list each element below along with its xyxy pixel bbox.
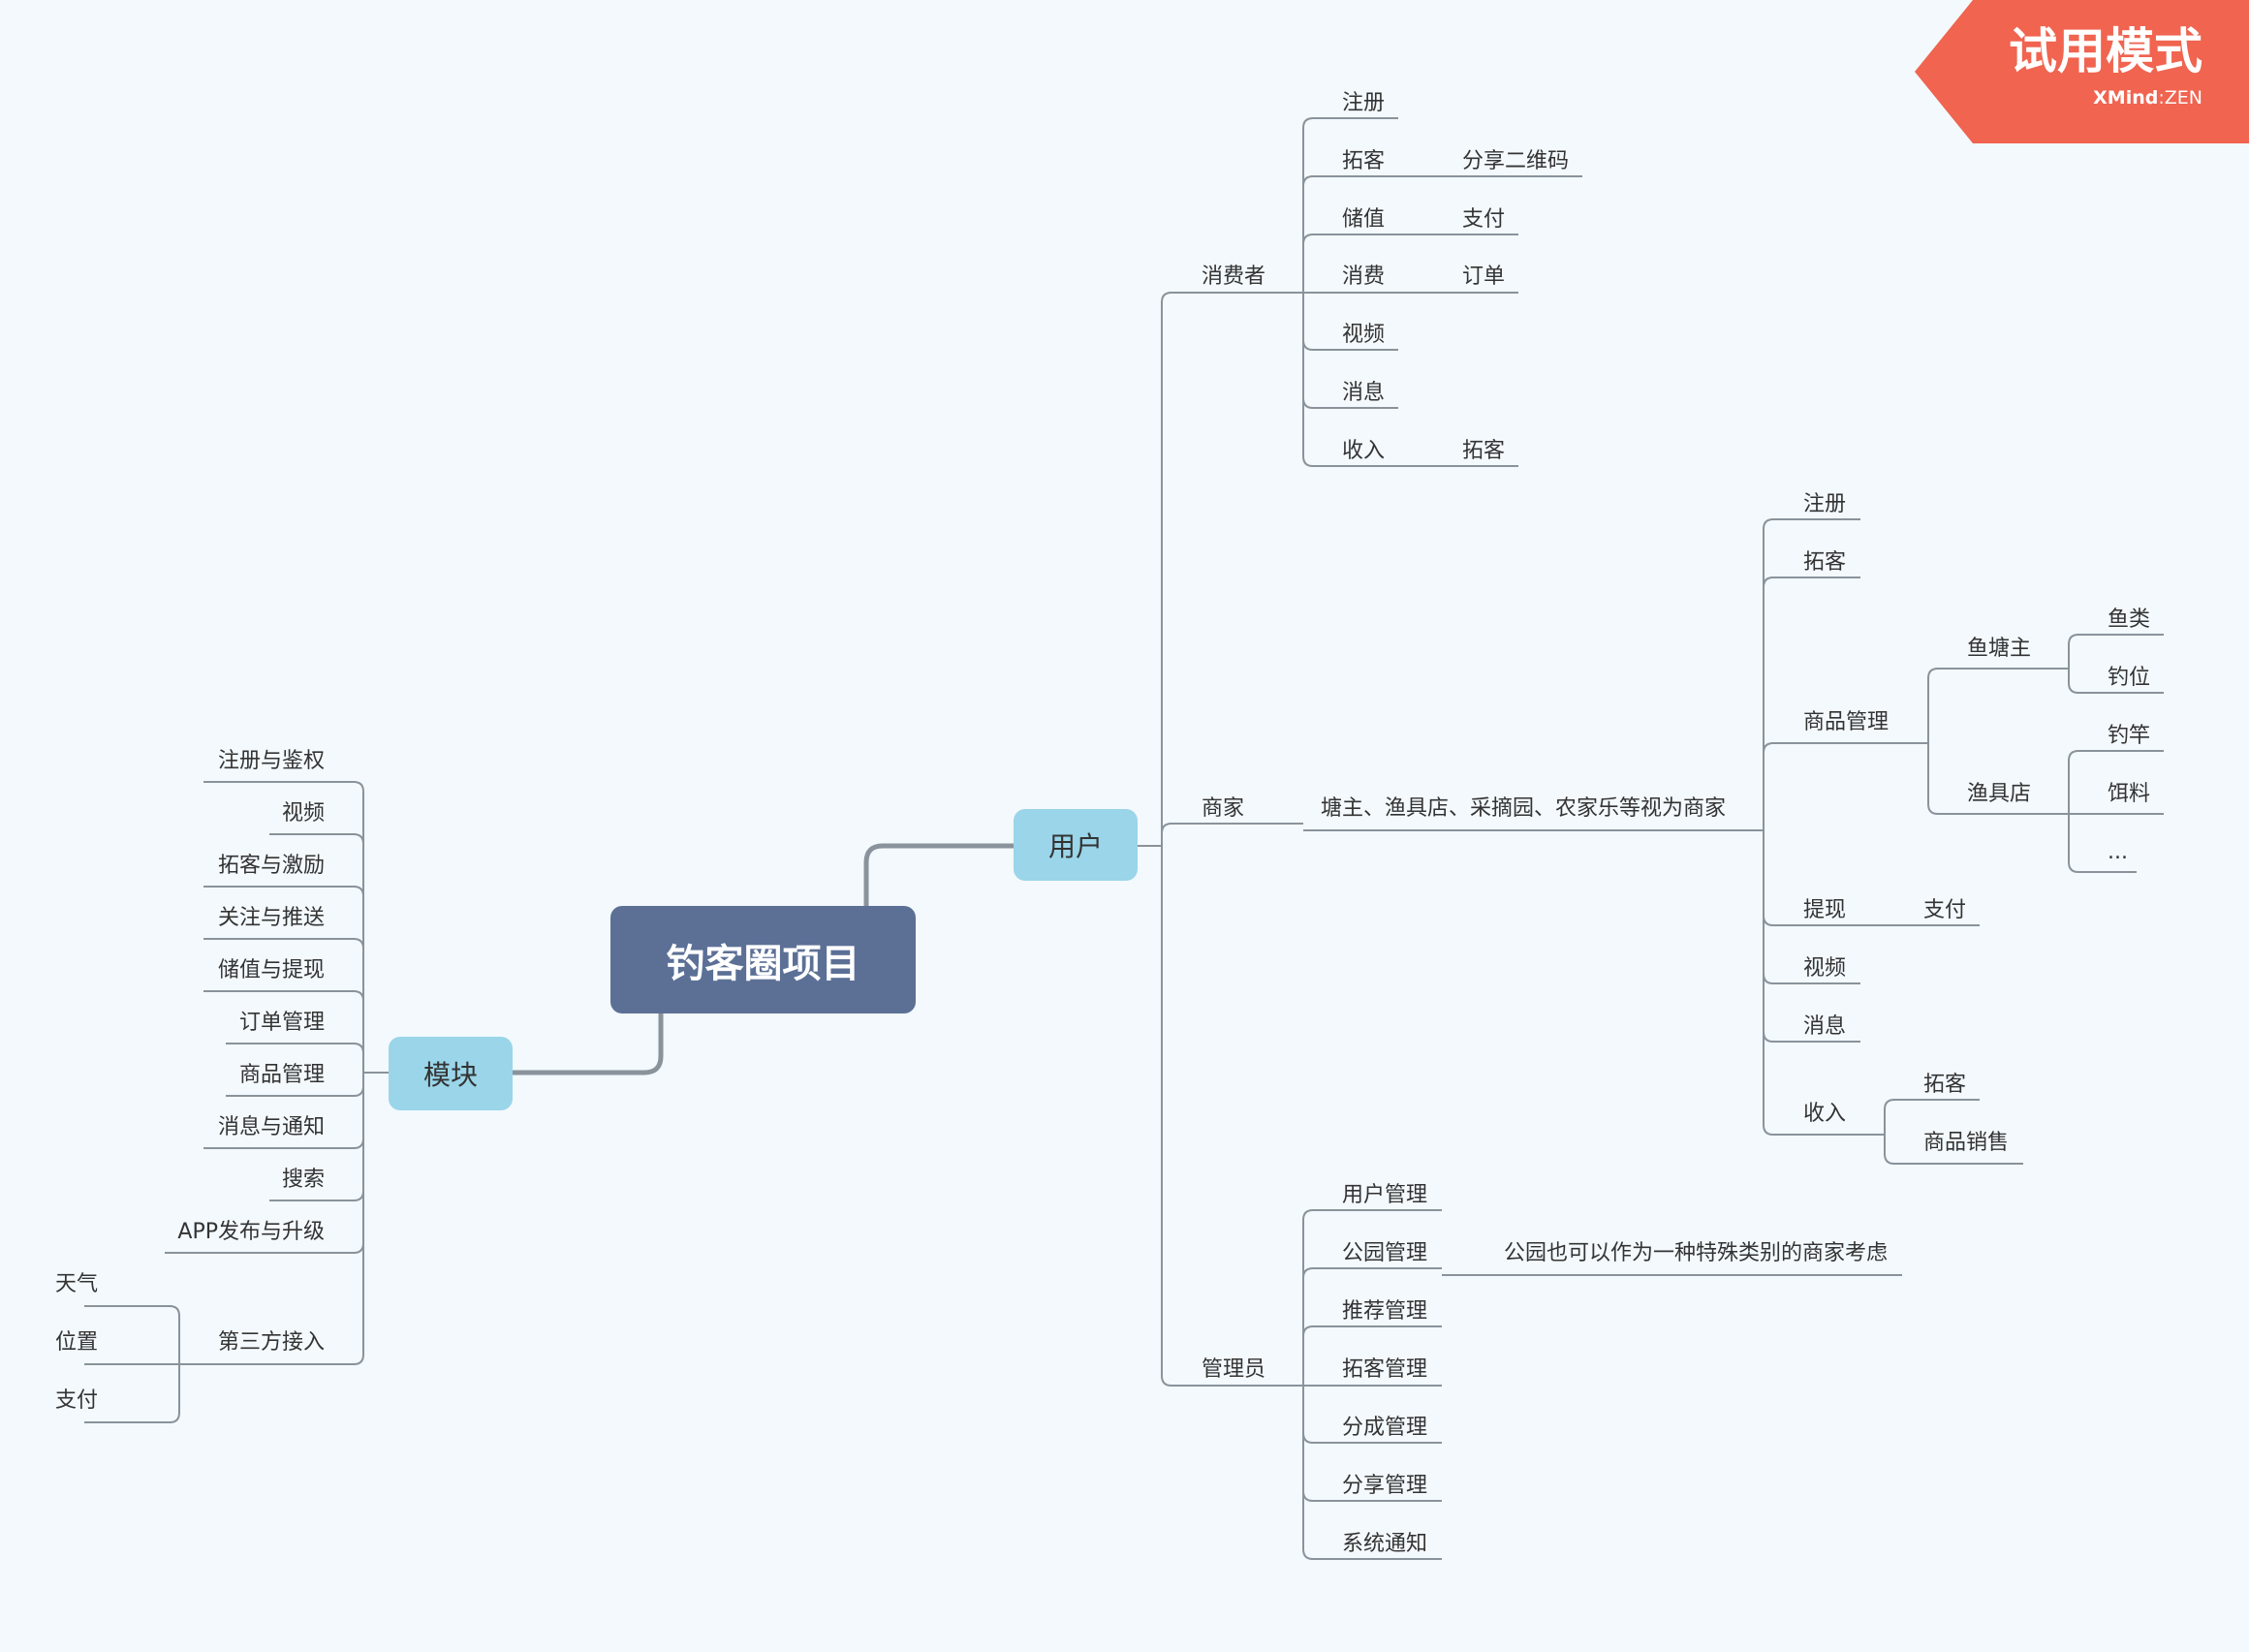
connector <box>1302 293 1398 467</box>
node-yujudian[interactable]: 渔具店 <box>1967 782 2032 806</box>
watermark-title: 试用模式 <box>2009 23 2202 79</box>
connector <box>1927 668 2035 743</box>
node-k-app[interactable]: APP发布与升级 <box>177 1220 325 1244</box>
watermark-brand: XMind:ZEN <box>2093 87 2202 109</box>
connector <box>84 1364 180 1423</box>
node-dots[interactable]: ... <box>2108 840 2128 864</box>
connector <box>2068 814 2137 873</box>
connector <box>203 781 364 1073</box>
node-a-xttz[interactable]: 系统通知 <box>1342 1532 1428 1556</box>
connector <box>2068 669 2164 694</box>
connector <box>513 1013 664 1075</box>
node-a-tjgl[interactable]: 推荐管理 <box>1342 1299 1428 1324</box>
node-k-zhifu[interactable]: 支付 <box>54 1388 98 1413</box>
node-guanliyuan[interactable]: 管理员 <box>1202 1357 1266 1382</box>
node-xiaofeizhe[interactable]: 消费者 <box>1202 265 1266 289</box>
node-c-xiaofei[interactable]: 消费 <box>1342 265 1386 289</box>
node-a-gygl-note[interactable]: 公园也可以作为一种特殊类别的商家考虑 <box>1504 1241 1889 1265</box>
node-k-chuzhi[interactable]: 储值与提现 <box>217 958 325 982</box>
node-c-chuzhi[interactable]: 储值 <box>1342 207 1386 232</box>
connector <box>1302 175 1398 293</box>
connector <box>269 833 364 1073</box>
connector <box>226 1043 364 1073</box>
node-diaowei[interactable]: 钓位 <box>2108 666 2151 690</box>
node-c-xiaoxi[interactable]: 消息 <box>1342 381 1386 405</box>
node-m-tuoke[interactable]: 拓客 <box>1803 550 1847 575</box>
node-m-shouru[interactable]: 收入 <box>1803 1102 1847 1126</box>
node-k-xiaoxi[interactable]: 消息与通知 <box>217 1115 325 1139</box>
node-m-spxs[interactable]: 商品销售 <box>1923 1131 2010 1155</box>
connector <box>203 1073 364 1365</box>
connector <box>1161 823 1258 846</box>
node-shangjia-note[interactable]: 塘主、渔具店、采摘园、农家乐等视为商家 <box>1321 796 1727 821</box>
connector <box>1927 743 2035 815</box>
connector <box>1161 846 1258 1387</box>
node-c-tuoke2[interactable]: 拓客 <box>1462 439 1506 463</box>
node-m-zhifu[interactable]: 支付 <box>1923 898 1967 922</box>
connector <box>203 938 364 1073</box>
connector <box>84 1305 180 1364</box>
watermark-brand-name: XMind <box>2093 87 2159 109</box>
connector <box>1302 1325 1442 1386</box>
node-m-xiaoxi[interactable]: 消息 <box>1803 1014 1847 1039</box>
node-m-shipin[interactable]: 视频 <box>1803 956 1847 981</box>
connector <box>1763 830 1860 1136</box>
node-c-tuoke[interactable]: 拓客 <box>1342 149 1386 173</box>
node-k-shipin[interactable]: 视频 <box>281 801 325 826</box>
node-k-guanzhu[interactable]: 关注与推送 <box>217 906 325 930</box>
node-m-zhuce[interactable]: 注册 <box>1803 492 1847 516</box>
node-c-fenxiang[interactable]: 分享二维码 <box>1462 149 1570 173</box>
node-c-dingdan[interactable]: 订单 <box>1462 265 1506 289</box>
node-c-shouru[interactable]: 收入 <box>1342 439 1386 463</box>
connector <box>1884 1135 2023 1165</box>
node-m-tixian[interactable]: 提现 <box>1803 898 1847 922</box>
node-k-shangpin[interactable]: 商品管理 <box>238 1063 325 1087</box>
node-a-fcgl[interactable]: 分成管理 <box>1342 1416 1428 1440</box>
connector <box>1302 1267 1442 1386</box>
connector <box>1763 830 1860 1043</box>
node-m-tuoke2[interactable]: 拓客 <box>1923 1073 1967 1097</box>
connector <box>1302 1209 1442 1386</box>
connector <box>1763 742 1860 830</box>
node-diaogan[interactable]: 钓竿 <box>2108 724 2151 748</box>
node-c-zhifu[interactable]: 支付 <box>1462 207 1506 232</box>
connector <box>863 843 1014 906</box>
branch-modules[interactable]: 模块 <box>389 1037 513 1110</box>
trial-mode-watermark: 试用模式 XMind:ZEN <box>1915 0 2249 143</box>
connector <box>203 990 364 1073</box>
node-k-dingdan[interactable]: 订单管理 <box>238 1011 325 1035</box>
watermark-edition: ZEN <box>2164 87 2202 109</box>
node-m-spgl[interactable]: 商品管理 <box>1803 710 1890 734</box>
connector <box>203 886 364 1073</box>
central-topic[interactable]: 钓客圈项目 <box>610 906 916 1013</box>
node-c-shipin[interactable]: 视频 <box>1342 323 1386 347</box>
node-a-yhgl[interactable]: 用户管理 <box>1342 1183 1428 1207</box>
node-k-tuoke[interactable]: 拓客与激励 <box>217 854 325 878</box>
node-a-fxgl[interactable]: 分享管理 <box>1342 1474 1428 1498</box>
node-shangjia[interactable]: 商家 <box>1202 796 1245 821</box>
node-c-zhuce[interactable]: 注册 <box>1342 91 1386 115</box>
node-a-tkgl[interactable]: 拓客管理 <box>1342 1357 1428 1382</box>
watermark-ribbon-shape <box>1915 0 2249 143</box>
connector <box>1302 117 1398 293</box>
connector <box>1763 518 1860 830</box>
node-a-gygl[interactable]: 公园管理 <box>1342 1241 1428 1265</box>
connector <box>2068 750 2164 814</box>
connector <box>1302 1386 1442 1560</box>
connector <box>2068 634 2164 669</box>
node-k-zhuce[interactable]: 注册与鉴权 <box>217 749 325 773</box>
node-k-weizhi[interactable]: 位置 <box>54 1330 98 1355</box>
connector <box>1763 577 1860 830</box>
node-k-tianqi[interactable]: 天气 <box>54 1272 98 1296</box>
node-erliao[interactable]: 饵料 <box>2108 782 2151 806</box>
node-yutangzhu[interactable]: 鱼塘主 <box>1967 637 2032 661</box>
connector <box>1302 234 1398 293</box>
connector <box>1161 292 1258 846</box>
node-k-sousuo[interactable]: 搜索 <box>281 1168 325 1192</box>
node-yulei[interactable]: 鱼类 <box>2108 608 2151 632</box>
branch-users[interactable]: 用户 <box>1014 809 1138 881</box>
node-k-disanfang[interactable]: 第三方接入 <box>217 1330 325 1355</box>
connector <box>1884 1099 1980 1135</box>
